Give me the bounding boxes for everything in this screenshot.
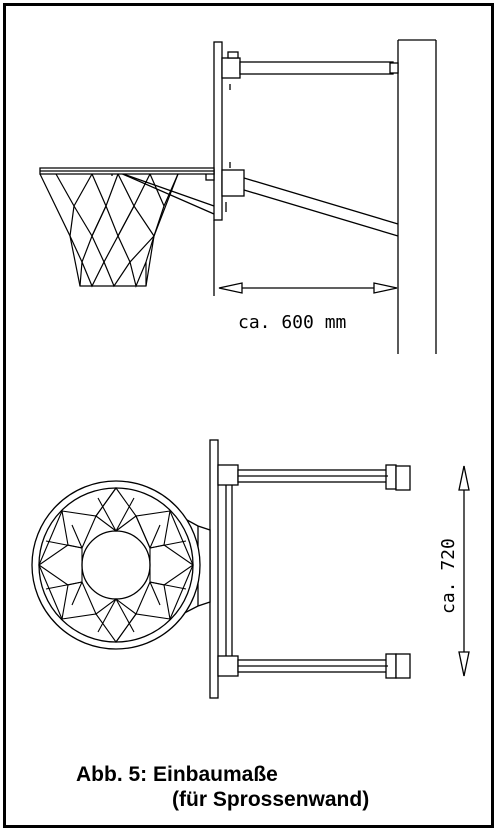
depth-dimension-label: ca. 600 mm	[238, 312, 346, 333]
figure-frame	[3, 3, 494, 828]
top-view-frame	[225, 485, 233, 656]
wall-bar	[397, 39, 437, 354]
top-backboard-plate	[209, 439, 219, 699]
depth-dimension: ca. 600 mm	[213, 220, 398, 333]
width-dimension-label: ca. 720	[438, 538, 459, 614]
top-view-upper-arm	[217, 464, 411, 491]
width-dimension: ca. 720	[438, 465, 470, 677]
top-view-lower-arm	[217, 653, 411, 679]
side-view: ca. 600 mm	[39, 39, 437, 354]
backboard-plate	[213, 41, 223, 221]
net	[39, 173, 179, 288]
top-arm	[221, 51, 399, 90]
figure-caption: Abb. 5: Einbaumaße (für Sprossenwand)	[76, 762, 369, 812]
hoop-rim	[39, 167, 215, 175]
top-view-rim	[31, 480, 201, 650]
caption-line-1: Abb. 5: Einbaumaße	[76, 763, 278, 786]
top-view: ca. 720	[31, 439, 470, 699]
caption-line-2: (für Sprossenwand)	[172, 788, 370, 811]
top-view-net	[38, 487, 194, 643]
brace-arm	[221, 162, 399, 237]
